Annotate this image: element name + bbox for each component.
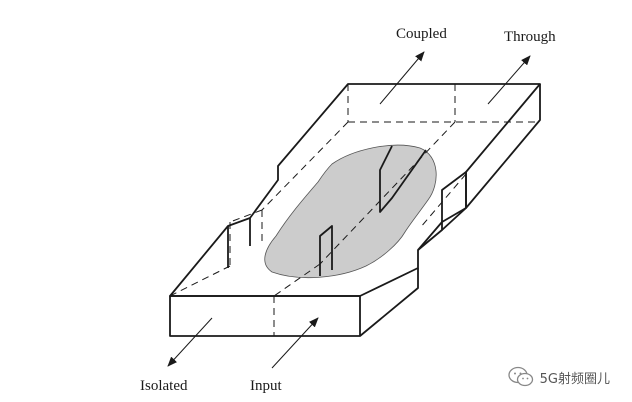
isolated-arrow — [167, 317, 213, 367]
coupler-body-edges — [169, 83, 541, 337]
port-arrows — [167, 51, 531, 369]
coupling-region — [264, 144, 437, 279]
wechat-icon — [507, 366, 533, 387]
isolated-label: Isolated — [140, 378, 188, 394]
input-label: Input — [250, 378, 282, 394]
through-arrow — [487, 55, 531, 105]
coupled-label: Coupled — [396, 26, 447, 42]
watermark-text: 5G射频圈儿 — [539, 371, 610, 387]
coupled-arrow — [379, 51, 425, 105]
watermark: 5G射频圈儿 — [507, 366, 610, 388]
input-arrow — [271, 317, 319, 369]
through-label: Through — [504, 29, 556, 45]
